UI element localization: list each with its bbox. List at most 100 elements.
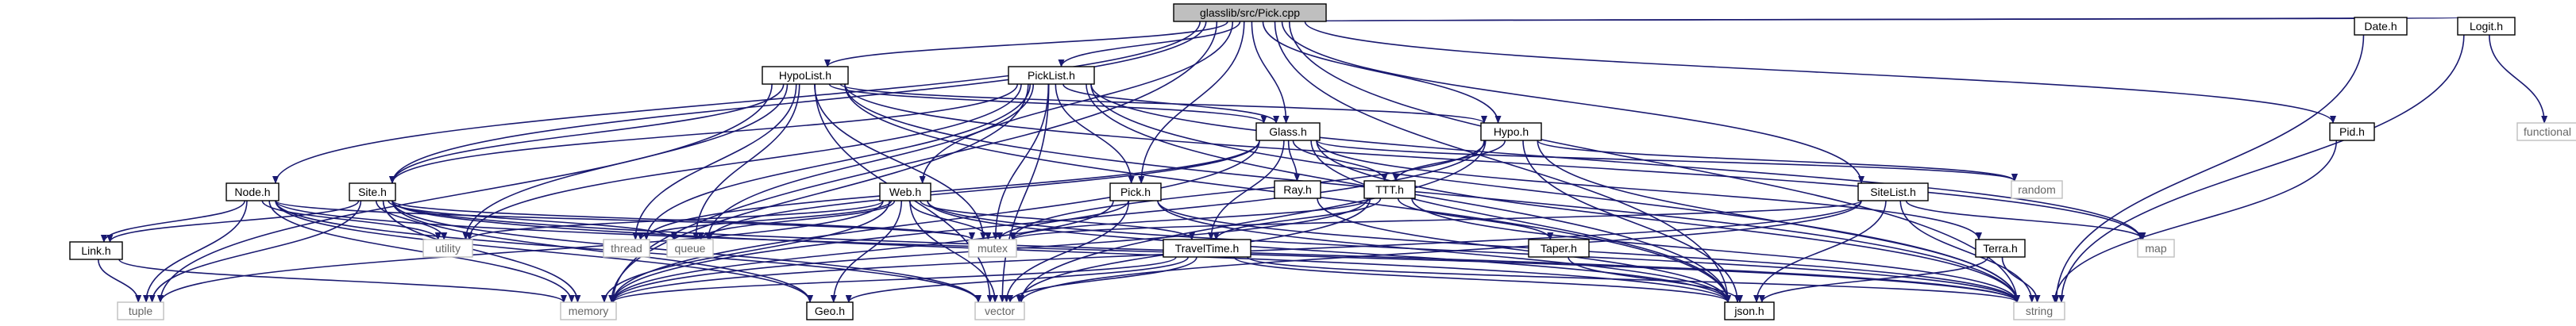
- node-label-geo: Geo.h: [815, 305, 845, 317]
- node-ray[interactable]: Ray.h: [1274, 180, 1321, 199]
- node-box-pid: [2329, 122, 2375, 141]
- edge-picklist-to-pick: [1055, 83, 1135, 184]
- edge-glass-to-queue: [707, 140, 1260, 240]
- node-box-link: [69, 241, 123, 260]
- edge-logit-to-string: [2058, 34, 2465, 303]
- edge-hypo-to-vector: [1018, 140, 1487, 303]
- node-json[interactable]: json.h: [1724, 301, 1775, 320]
- edge-ttt-to-traveltime: [1213, 198, 1382, 240]
- node-box-tuple: [117, 301, 164, 320]
- edge-root-to-web: [919, 21, 1234, 184]
- node-label-root: glasslib/src/Pick.cpp: [1200, 6, 1300, 19]
- node-hypo[interactable]: Hypo.h: [1480, 122, 1542, 141]
- edge-site-to-json: [391, 200, 1731, 303]
- edge-taper-to-json: [1568, 256, 1743, 303]
- node-pid[interactable]: Pid.h: [2329, 122, 2375, 141]
- edge-node-to-utility: [261, 200, 442, 240]
- node-picklist[interactable]: PickList.h: [1008, 66, 1095, 85]
- node-map: map: [2137, 239, 2175, 258]
- edge-traveltime-to-json: [1233, 256, 1731, 303]
- edge-picklist-to-glass: [1062, 83, 1280, 124]
- edge-sitelist-to-map: [1905, 200, 2146, 240]
- node-label-ttt: TTT.h: [1375, 183, 1404, 196]
- node-label-hypolist: HypoList.h: [779, 69, 831, 82]
- node-logit[interactable]: Logit.h: [2457, 17, 2516, 36]
- edge-ttt-to-string: [1411, 198, 2020, 303]
- node-vector: vector: [974, 301, 1025, 320]
- edge-picklist-to-queue: [704, 83, 1035, 240]
- node-box-root: [1173, 3, 1327, 22]
- node-link[interactable]: Link.h: [69, 241, 123, 260]
- edge-sitelist-to-mutex: [1010, 200, 1862, 240]
- edge-root-to-hypolist: [824, 21, 1228, 67]
- node-label-traveltime: TravelTime.h: [1175, 242, 1240, 255]
- node-terra[interactable]: Terra.h: [1975, 239, 2026, 258]
- node-queue: queue: [666, 239, 714, 258]
- edge-root-to-logit: [1311, 17, 2462, 25]
- edge-root-to-pid: [1304, 21, 2336, 124]
- edge-picklist-to-vector: [999, 83, 1050, 303]
- edge-web-to-memory: [601, 200, 890, 303]
- edge-glass-to-terra: [1316, 140, 1982, 240]
- node-site[interactable]: Site.h: [349, 182, 396, 201]
- node-node[interactable]: Node.h: [226, 182, 280, 201]
- node-date[interactable]: Date.h: [2354, 17, 2408, 36]
- edge-node-to-string: [275, 200, 2020, 303]
- node-box-map: [2137, 239, 2175, 258]
- edge-node-to-geo: [275, 200, 813, 303]
- node-box-functional: [2516, 122, 2576, 141]
- edge-web-to-tuple: [157, 200, 884, 303]
- node-box-glass: [1255, 122, 1321, 141]
- node-label-ray: Ray.h: [1283, 183, 1312, 196]
- node-box-logit: [2457, 17, 2516, 36]
- edge-terra-to-json: [1758, 256, 1988, 303]
- node-label-thread: thread: [611, 242, 642, 255]
- node-box-terra: [1975, 239, 2026, 258]
- node-taper[interactable]: Taper.h: [1528, 239, 1590, 258]
- edge-link-to-memory: [118, 259, 567, 303]
- node-box-hypolist: [762, 66, 849, 85]
- edge-glass-to-string: [1316, 140, 2020, 303]
- node-label-sitelist: SiteList.h: [1870, 186, 1916, 198]
- node-label-map: map: [2145, 242, 2166, 255]
- node-hypolist[interactable]: HypoList.h: [762, 66, 849, 85]
- edge-site-to-memory: [382, 200, 581, 303]
- edge-glass-to-random: [1316, 140, 2018, 182]
- node-label-site: Site.h: [358, 186, 387, 198]
- node-traveltime[interactable]: TravelTime.h: [1163, 239, 1251, 258]
- node-label-json: json.h: [1733, 305, 1764, 317]
- node-pick[interactable]: Pick.h: [1109, 182, 1162, 201]
- node-box-vector: [974, 301, 1025, 320]
- edge-picklist-to-thread: [643, 83, 1032, 240]
- node-ttt[interactable]: TTT.h: [1363, 180, 1416, 199]
- node-geo[interactable]: Geo.h: [806, 301, 854, 320]
- edge-hypo-to-mutex: [1010, 140, 1487, 240]
- edge-pick-to-mutex: [997, 200, 1129, 240]
- node-label-link: Link.h: [81, 244, 110, 257]
- node-label-pick: Pick.h: [1120, 186, 1151, 198]
- edge-hypo-to-json: [1522, 140, 1741, 303]
- node-sitelist[interactable]: SiteList.h: [1857, 182, 1929, 201]
- edge-site-to-geo: [391, 200, 813, 303]
- edge-pick-to-vector: [1003, 200, 1130, 303]
- edge-root-to-hypo: [1262, 21, 1502, 124]
- edge-terra-to-string: [2001, 256, 2041, 303]
- edge-root-to-sitelist: [1281, 21, 1865, 184]
- edge-glass-to-thread: [643, 140, 1260, 240]
- node-box-taper: [1528, 239, 1590, 258]
- node-root[interactable]: glasslib/src/Pick.cpp: [1173, 3, 1327, 22]
- edge-picklist-to-site: [389, 83, 1019, 184]
- node-web[interactable]: Web.h: [879, 182, 931, 201]
- edge-web-to-queue: [697, 200, 896, 240]
- node-box-sitelist: [1857, 182, 1929, 201]
- edge-pick-to-memory: [610, 200, 1114, 303]
- node-label-web: Web.h: [889, 186, 921, 198]
- node-glass[interactable]: Glass.h: [1255, 122, 1321, 141]
- edge-hypo-to-memory: [610, 140, 1485, 303]
- node-box-utility: [422, 239, 473, 258]
- node-box-date: [2354, 17, 2408, 36]
- edge-root-to-site: [389, 21, 1207, 184]
- node-label-terra: Terra.h: [1983, 242, 2018, 255]
